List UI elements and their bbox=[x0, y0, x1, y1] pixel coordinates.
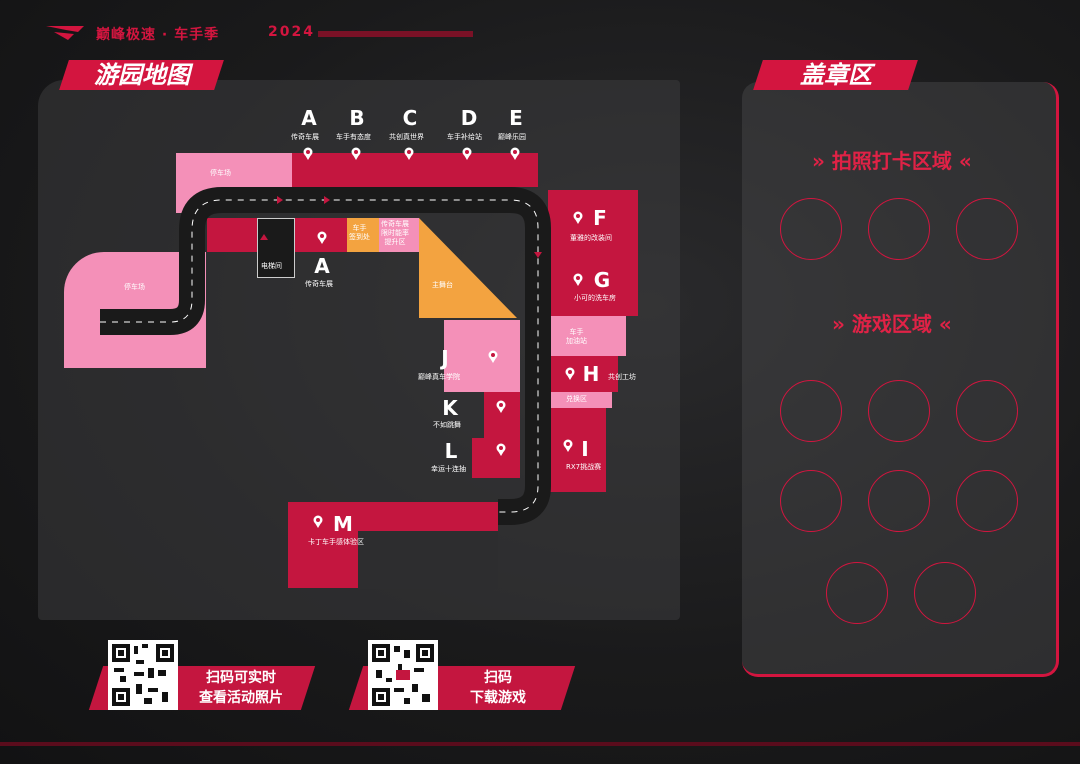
inner-a-letter: A bbox=[314, 254, 330, 278]
pin-icon-e bbox=[510, 147, 520, 160]
point-j-name: 巅峰真车学院 bbox=[418, 373, 460, 381]
game-stamp-circle bbox=[780, 380, 842, 442]
point-l-name: 幸运十连抽 bbox=[431, 465, 466, 473]
point-m-letter: M bbox=[333, 512, 353, 536]
exchange-block bbox=[548, 392, 612, 408]
j-block bbox=[444, 320, 520, 392]
game-qr-line2: 下载游戏 bbox=[470, 690, 526, 706]
point-e-letter: E bbox=[509, 106, 523, 130]
photo-stamp-circle bbox=[868, 198, 930, 260]
point-i-name: RX7挑战赛 bbox=[566, 463, 602, 471]
point-m-name: 卡丁车手感体验区 bbox=[308, 538, 364, 546]
pin-icon-a bbox=[303, 147, 313, 160]
point-c-name: 共创真世界 bbox=[389, 133, 424, 141]
photo-zone-title: » 拍照打卡区域 « bbox=[812, 149, 972, 173]
photo-stamp-circle bbox=[780, 198, 842, 260]
photos-qr-caption: 扫码可实时 查看活动照片 bbox=[186, 668, 296, 708]
h-booth bbox=[548, 356, 618, 392]
checkin-label: 车手 签到处 bbox=[349, 224, 370, 241]
point-b-name: 车手有态度 bbox=[336, 133, 371, 141]
brand-text: 巅峰极速 · 车手季 bbox=[96, 27, 220, 43]
point-d-name: 车手补给站 bbox=[447, 133, 482, 141]
bottom-accent-line bbox=[0, 742, 1080, 746]
pin-icon-j bbox=[488, 350, 498, 363]
game-zone-title: » 游戏区域 « bbox=[832, 312, 952, 336]
top-booths bbox=[292, 153, 538, 187]
point-i-letter: I bbox=[581, 437, 589, 461]
race-track bbox=[100, 187, 551, 525]
point-a-letter: A bbox=[301, 106, 317, 130]
l-block bbox=[472, 438, 520, 478]
park-map: 停车场 车手 签到处 传奇车展 限时能率 提升区 主舞台 停车场 电梯间 车手 … bbox=[64, 106, 638, 589]
point-f-letter: F bbox=[593, 206, 607, 230]
point-j-letter: J bbox=[441, 346, 449, 370]
parking-left-label: 停车场 bbox=[124, 283, 145, 291]
stamp-panel bbox=[742, 82, 1059, 677]
main-stage-label: 主舞台 bbox=[432, 281, 453, 289]
pin-icon-l bbox=[496, 443, 506, 456]
game-stamp-circle bbox=[868, 470, 930, 532]
point-k-letter: K bbox=[442, 396, 458, 420]
right-booths bbox=[548, 190, 638, 316]
point-d-letter: D bbox=[460, 106, 478, 130]
point-c-letter: C bbox=[402, 106, 418, 130]
pin-icon-m bbox=[313, 515, 323, 528]
exchange-label: 兑换区 bbox=[566, 395, 587, 403]
game-qr-caption: 扫码 下载游戏 bbox=[448, 668, 548, 708]
enhance-label: 传奇车展 限时能率 提升区 bbox=[381, 220, 409, 246]
point-b-letter: B bbox=[349, 106, 365, 130]
game-stamp-circle bbox=[956, 470, 1018, 532]
point-g-letter: G bbox=[593, 268, 611, 292]
game-stamp-circle bbox=[826, 562, 888, 624]
pin-icon-d bbox=[462, 147, 472, 160]
pin-icon-g bbox=[573, 273, 583, 286]
enhance-block bbox=[379, 218, 419, 252]
pin-icon-k bbox=[496, 400, 506, 413]
year-label: 2024 bbox=[268, 24, 315, 40]
pin-icon-b bbox=[351, 147, 361, 160]
stamp-title: 盖章区 bbox=[753, 60, 918, 90]
photos-qr-code-icon[interactable] bbox=[108, 640, 178, 710]
pin-icon-h bbox=[565, 367, 575, 380]
main-stage-block bbox=[419, 218, 517, 318]
point-f-name: 董雅的改装间 bbox=[570, 234, 612, 242]
checkin-block bbox=[347, 218, 379, 252]
game-qr-code-icon[interactable] bbox=[368, 640, 438, 710]
game-qr-line1: 扫码 bbox=[484, 670, 512, 686]
pin-icon-i bbox=[563, 439, 573, 452]
point-g-name: 小可的洗车房 bbox=[574, 294, 616, 302]
point-h-letter: H bbox=[582, 362, 600, 386]
game-stamp-circle bbox=[868, 380, 930, 442]
pin-icon-c bbox=[404, 147, 414, 160]
game-stamp-circle bbox=[780, 470, 842, 532]
point-e-name: 巅峰乐园 bbox=[498, 133, 526, 141]
game-stamp-circle bbox=[956, 380, 1018, 442]
header: 巅峰极速 · 车手季 2024 bbox=[0, 0, 1080, 60]
m-cutout bbox=[358, 531, 498, 589]
parking-top-label: 停车场 bbox=[210, 169, 231, 177]
driver-station-block bbox=[548, 316, 626, 356]
elevator-block bbox=[257, 218, 295, 278]
photos-qr-line1: 扫码可实时 bbox=[206, 670, 276, 686]
i-booth bbox=[548, 408, 606, 492]
pin-icon-inner-a bbox=[317, 231, 327, 244]
header-bar bbox=[318, 31, 473, 37]
point-a-name: 传奇车展 bbox=[291, 133, 319, 141]
point-k-name: 不如跳舞 bbox=[433, 421, 461, 429]
brand-logo-icon bbox=[46, 26, 84, 40]
driver-station-label: 车手 加油站 bbox=[566, 328, 587, 345]
inner-a-name: 传奇车展 bbox=[305, 280, 333, 288]
game-stamp-circle bbox=[914, 562, 976, 624]
pin-icon-f bbox=[573, 211, 583, 224]
point-h-name: 共创工坊 bbox=[608, 373, 636, 381]
point-l-letter: L bbox=[444, 439, 458, 463]
k-block bbox=[484, 392, 520, 438]
photos-qr-line2: 查看活动照片 bbox=[199, 690, 283, 706]
elevator-label: 电梯间 bbox=[261, 262, 282, 270]
photo-stamp-circle bbox=[956, 198, 1018, 260]
